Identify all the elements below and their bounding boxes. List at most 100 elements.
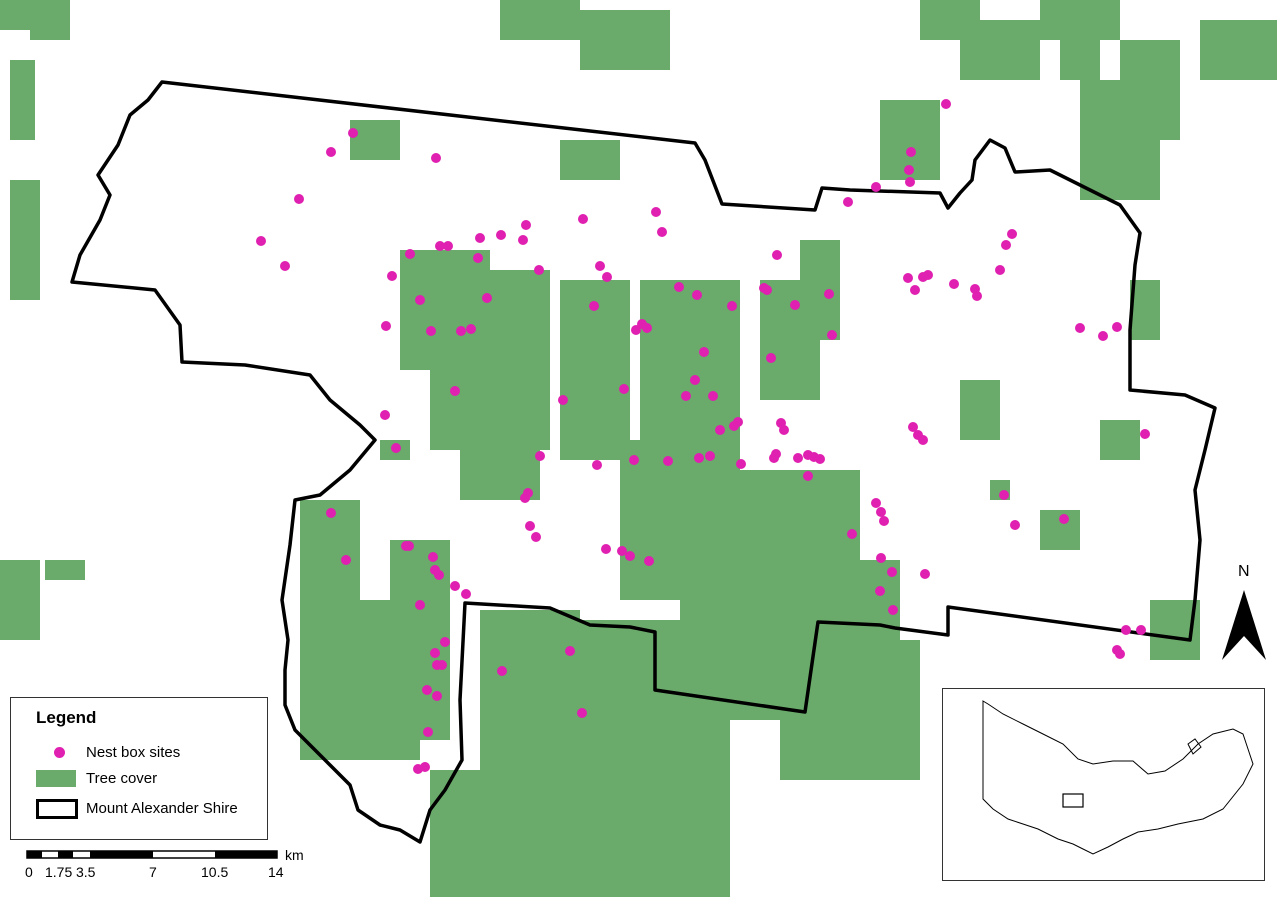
- north-arrow-icon: [1222, 590, 1266, 660]
- tree-cover-patch: [30, 0, 70, 40]
- tree-cover-patch: [960, 380, 1000, 440]
- scale-tick-label: 7: [149, 864, 157, 880]
- nest-box-site: [473, 253, 483, 263]
- nest-box-site: [617, 546, 627, 556]
- nest-box-site: [995, 265, 1005, 275]
- nest-box-site: [766, 353, 776, 363]
- nest-box-site: [434, 570, 444, 580]
- nest-box-site: [871, 498, 881, 508]
- nest-box-site: [380, 410, 390, 420]
- shire-outline-swatch-icon: [36, 799, 78, 819]
- shire-boundary: [70, 80, 1217, 844]
- north-label: N: [1238, 563, 1250, 580]
- nest-box-site: [497, 666, 507, 676]
- nest-box-site: [1098, 331, 1108, 341]
- legend: Legend Nest box sites Tree cover Mount A…: [10, 697, 268, 840]
- nest-box-site: [518, 235, 528, 245]
- tree-cover-swatch-icon: [36, 770, 76, 787]
- nest-box-site: [440, 637, 450, 647]
- nest-box-site: [1059, 514, 1069, 524]
- nest-box-site: [565, 646, 575, 656]
- tree-cover-patch: [45, 560, 85, 580]
- nest-box-site: [790, 300, 800, 310]
- nest-box-site: [692, 290, 702, 300]
- nest-box-site: [733, 417, 743, 427]
- nest-box-site: [531, 532, 541, 542]
- legend-item-shire: Mount Alexander Shire: [11, 798, 267, 820]
- nest-box-site: [391, 443, 401, 453]
- nest-box-site: [906, 147, 916, 157]
- nest-box-site: [413, 764, 423, 774]
- nest-box-site: [715, 425, 725, 435]
- nest-box-site: [771, 449, 781, 459]
- nest-box-site: [762, 285, 772, 295]
- nest-box-site: [348, 128, 358, 138]
- nest-box-site: [595, 261, 605, 271]
- nest-box-sites-layer: [256, 99, 1150, 774]
- nest-box-site: [577, 708, 587, 718]
- nest-box-site: [387, 271, 397, 281]
- scale-tick-label: 0: [25, 864, 33, 880]
- nest-box-site: [681, 391, 691, 401]
- nest-box-site: [705, 451, 715, 461]
- nest-box-site: [779, 425, 789, 435]
- nest-box-site: [1121, 625, 1131, 635]
- nest-box-site: [847, 529, 857, 539]
- nest-box-site: [663, 456, 673, 466]
- scale-tick-label: 10.5: [201, 864, 229, 880]
- nest-box-site: [450, 581, 460, 591]
- nest-box-swatch-icon: [54, 747, 65, 758]
- tree-cover-patch: [1130, 280, 1160, 340]
- nest-box-site: [674, 282, 684, 292]
- nest-box-site: [793, 453, 803, 463]
- nest-box-site: [920, 569, 930, 579]
- scale-unit: km: [285, 847, 304, 863]
- nest-box-site: [404, 541, 414, 551]
- nest-box-site: [475, 233, 485, 243]
- nest-box-site: [423, 727, 433, 737]
- nest-box-site: [466, 324, 476, 334]
- nest-box-site: [879, 516, 889, 526]
- nest-box-site: [905, 177, 915, 187]
- nest-box-site: [918, 272, 928, 282]
- nest-box-site: [903, 273, 913, 283]
- nest-box-site: [949, 279, 959, 289]
- nest-box-site: [815, 454, 825, 464]
- legend-item-tree-cover: Tree cover: [11, 768, 267, 790]
- tree-cover-patch: [1080, 80, 1160, 200]
- nest-box-site: [908, 422, 918, 432]
- legend-label: Nest box sites: [86, 744, 181, 761]
- nest-box-site: [435, 241, 445, 251]
- nest-box-site: [602, 272, 612, 282]
- victoria-outline-icon: [982, 700, 1254, 855]
- nest-box-site: [803, 471, 813, 481]
- legend-label: Mount Alexander Shire: [86, 800, 238, 817]
- scale-tick-label: 14: [268, 864, 284, 880]
- scale-tick-label: 3.5: [76, 864, 96, 880]
- nest-box-site: [690, 375, 700, 385]
- nest-box-site: [657, 227, 667, 237]
- nest-box-site: [694, 453, 704, 463]
- nest-box-site: [772, 250, 782, 260]
- nest-box-site: [1075, 323, 1085, 333]
- nest-box-site: [918, 435, 928, 445]
- tree-cover-patch: [520, 780, 640, 897]
- nest-box-site: [415, 600, 425, 610]
- tree-cover-patch: [1040, 0, 1120, 40]
- tree-cover-patch: [580, 10, 670, 70]
- tree-cover-patch: [640, 280, 740, 440]
- nest-box-site: [999, 490, 1009, 500]
- nest-box-site: [708, 391, 718, 401]
- legend-item-nest-box: Nest box sites: [11, 742, 267, 764]
- nest-box-site: [256, 236, 266, 246]
- study-area-box: [1062, 793, 1084, 808]
- nest-box-site: [520, 493, 530, 503]
- nest-box-site: [642, 323, 652, 333]
- tree-cover-patch: [1060, 40, 1100, 80]
- scale-bar: [26, 850, 278, 859]
- nest-box-site: [432, 691, 442, 701]
- tree-cover-patch: [500, 0, 580, 40]
- nest-box-site: [904, 165, 914, 175]
